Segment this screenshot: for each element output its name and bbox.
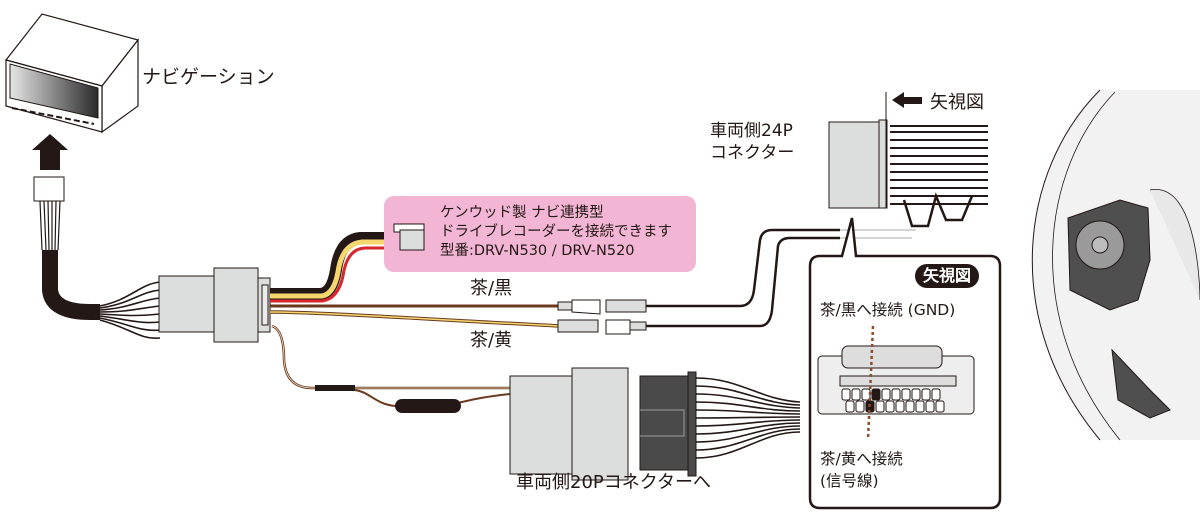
bullet-connectors	[557, 299, 647, 335]
steering-wheel	[1031, 89, 1200, 441]
dashcam-plug-icon	[393, 223, 425, 251]
arrow-view-label: 矢視図	[930, 92, 984, 113]
nav-plug	[33, 176, 65, 202]
vehicle-20p-connector	[509, 367, 801, 481]
connector-face-view	[817, 325, 975, 441]
dashcam-note-text: ケンウッド製 ナビ連携型 ドライブレコーダーを接続できます 型番:DRV-N53…	[440, 204, 672, 261]
up-arrow-icon	[32, 134, 68, 170]
c24-line2: コネクター	[710, 143, 795, 163]
left-arrow-icon	[892, 92, 922, 108]
signal-line-label: (信号線)	[820, 472, 879, 490]
inline-fuse	[395, 399, 461, 413]
main-connector-body	[158, 275, 215, 333]
note-line2: ドライブレコーダーを接続できます	[440, 224, 672, 240]
brown-black-label: 茶/黒	[470, 278, 513, 299]
gnd-connection-label: 茶/黒へ接続 (GND)	[820, 301, 956, 319]
vehicle-24p-connector-label: 車両側24P コネクター	[710, 120, 794, 164]
c24-line1: 車両側24P	[710, 121, 793, 141]
signal-connection-label: 茶/黄へ接続	[820, 450, 903, 468]
harness-sleeve	[42, 250, 100, 320]
brown-yellow-label: 茶/黄	[470, 330, 513, 351]
navigation-label: ナビゲーション	[142, 66, 275, 88]
note-line1: ケンウッド製 ナビ連携型	[440, 205, 604, 221]
note-line3: 型番:DRV-N530 / DRV-N520	[440, 243, 635, 259]
navigation-unit	[4, 13, 140, 134]
dashcam-note-box	[384, 196, 696, 272]
vehicle-24p-connector	[828, 92, 988, 228]
arrow-view-badge: 矢視図	[915, 264, 980, 288]
vehicle-20p-connector-label: 車両側20Pコネクターへ	[516, 472, 712, 493]
